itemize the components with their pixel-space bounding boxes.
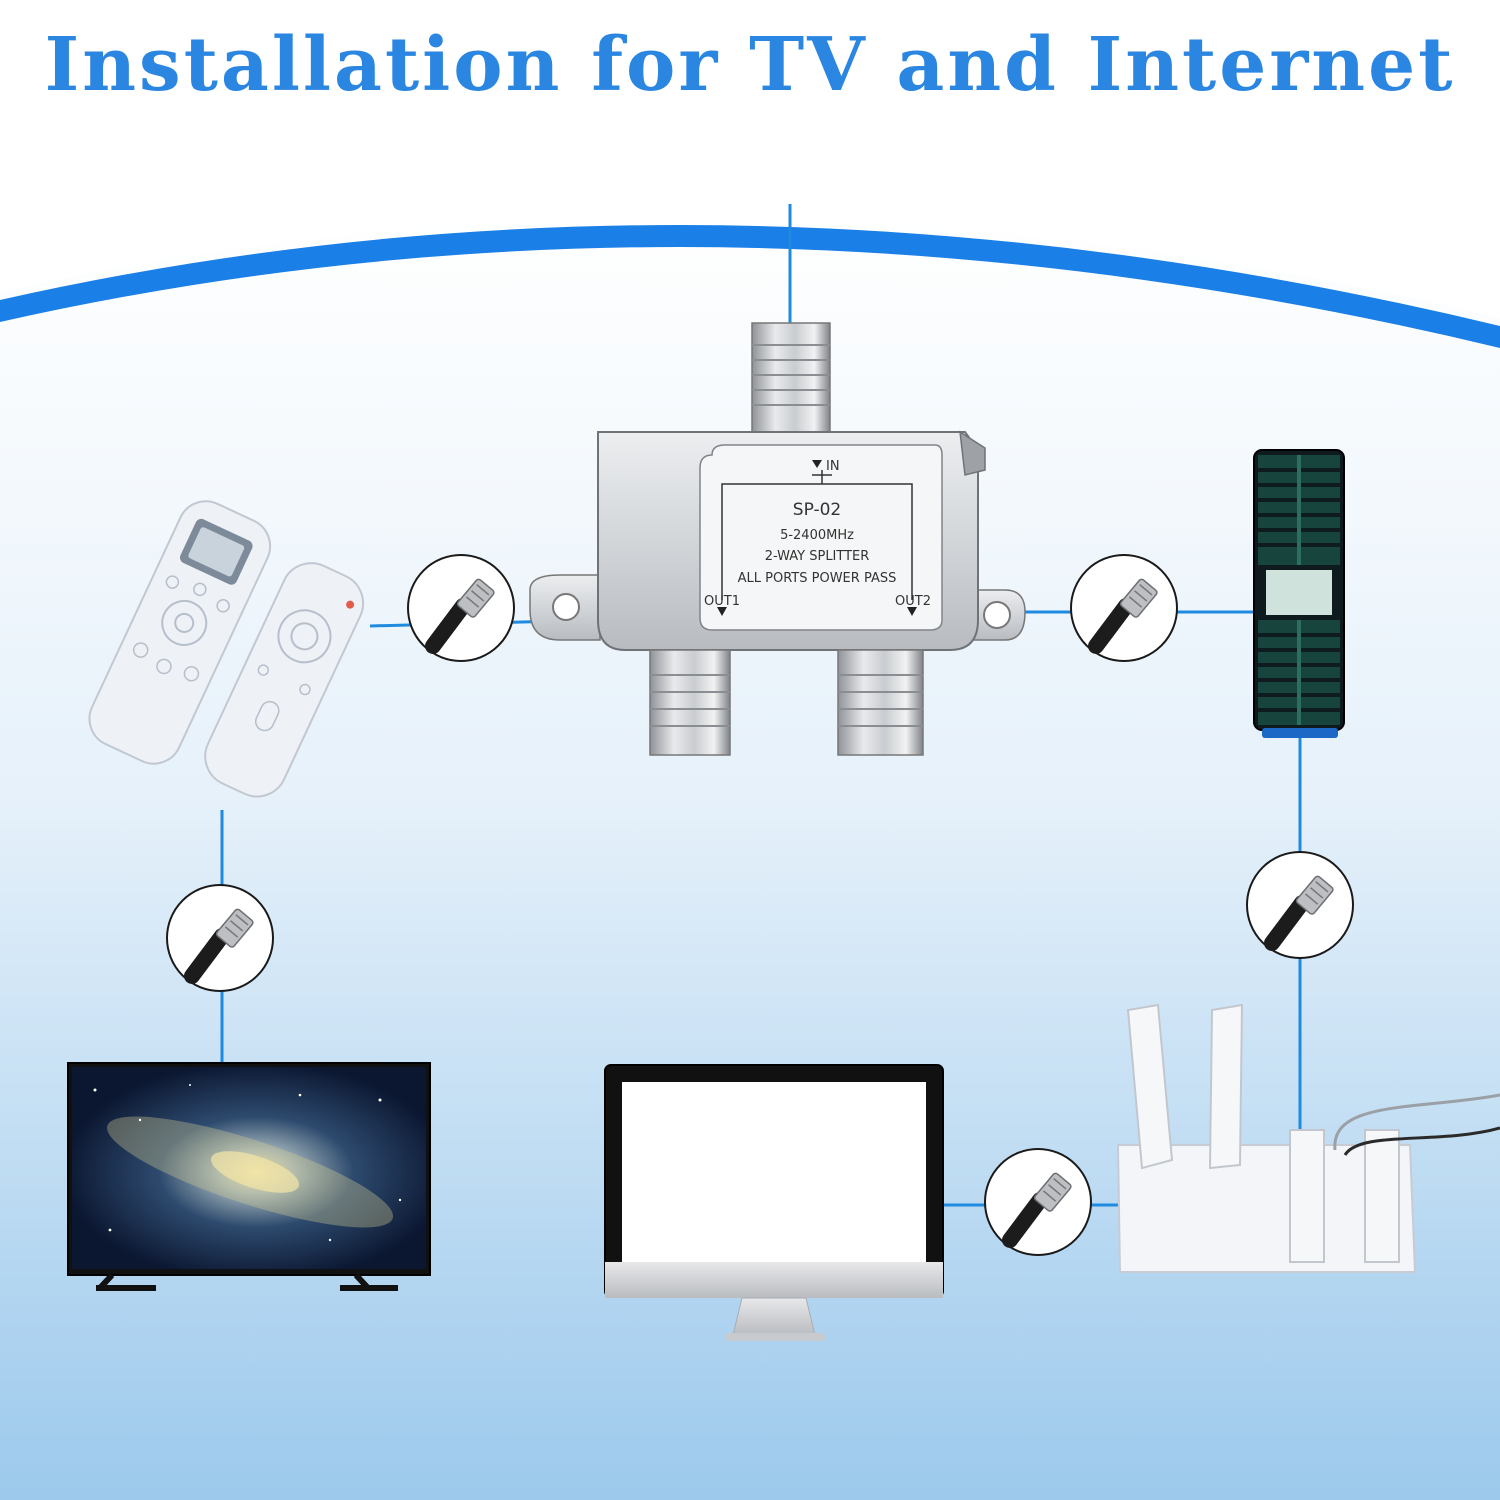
remote-controls: [88, 500, 365, 798]
splitter-frequency-label: 5-2400MHz: [780, 528, 854, 543]
wifi-router: [1116, 1003, 1500, 1273]
page-title: Installation for TV and Internet: [44, 22, 1456, 108]
splitter-type-label: 2-WAY SPLITTER: [765, 549, 870, 564]
computer-monitor: [604, 1064, 944, 1341]
out2-port: [837, 649, 924, 756]
monitor-screen: [622, 1082, 926, 1262]
arc-band: [0, 225, 1500, 348]
coax-splitter: IN SP-02 5-2400MHz 2-WAY SPLITTER ALL PO…: [529, 322, 1026, 756]
splitter-power-label: ALL PORTS POWER PASS: [738, 571, 897, 586]
remote-control-icon: [88, 500, 272, 765]
coax-connector-icon: [1247, 852, 1353, 958]
coax-connector-icon: [167, 885, 273, 991]
cable-modem: [1253, 449, 1345, 738]
out1-port: [649, 649, 731, 756]
coax-connector-icon: [1071, 555, 1177, 661]
splitter-out1-label: OUT1: [704, 594, 740, 609]
splitter-in-label: IN: [826, 459, 840, 474]
remote-control-icon: [204, 562, 365, 798]
splitter-model-label: SP-02: [793, 500, 841, 520]
splitter-out2-label: OUT2: [895, 594, 931, 609]
coax-connector-icon: [408, 555, 514, 661]
television: [67, 1062, 431, 1291]
coax-connector-icon: [985, 1149, 1091, 1255]
